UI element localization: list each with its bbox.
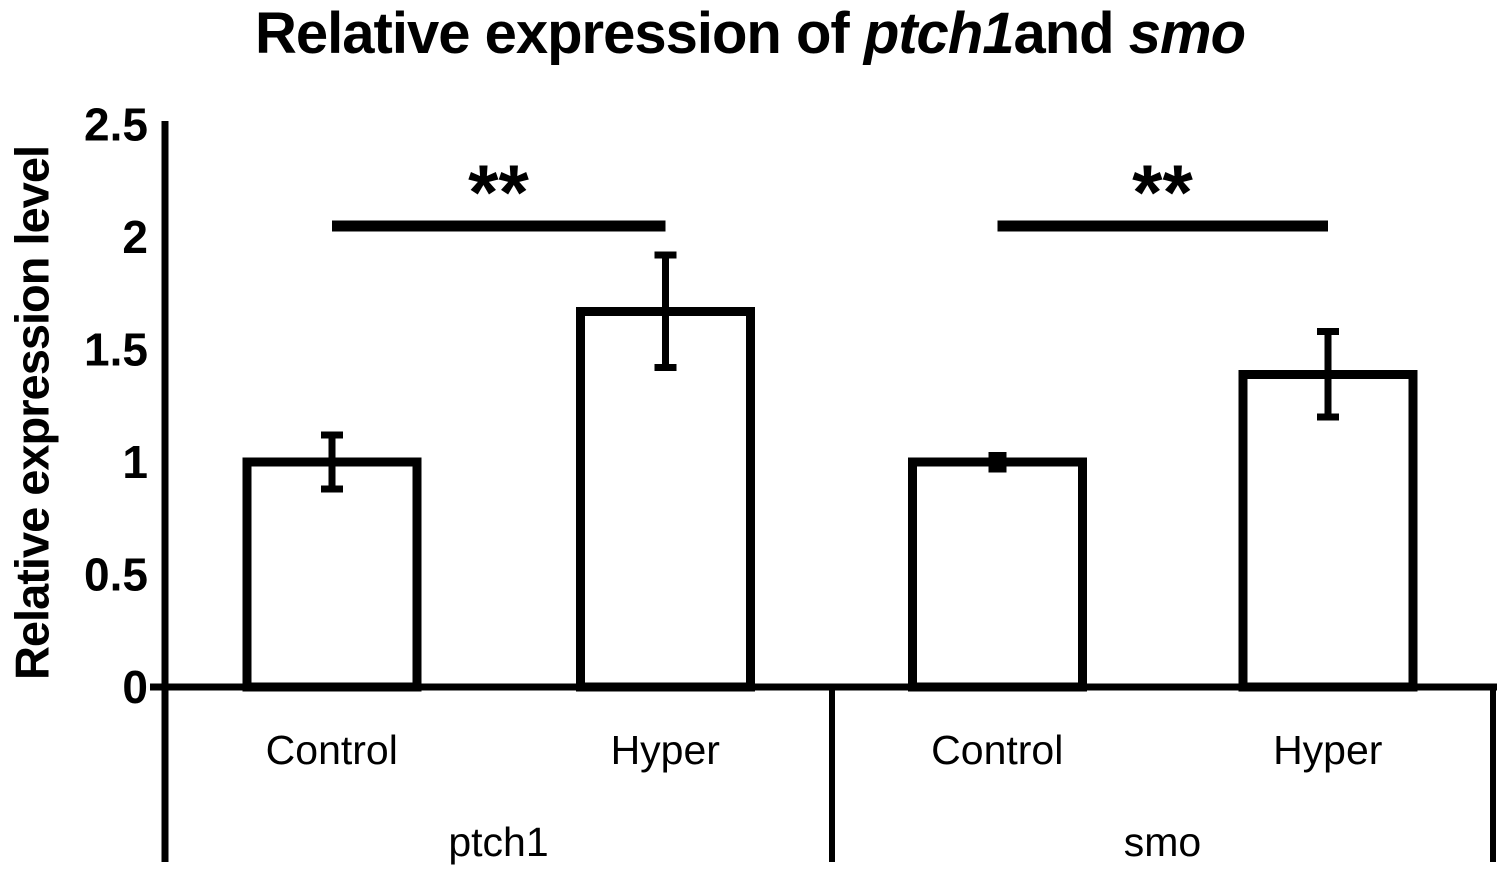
y-tick-label-0: 0 <box>122 661 148 713</box>
category-label-control: Control <box>931 727 1063 773</box>
group-label-ptch1: ptch1 <box>448 819 548 865</box>
bar-smo-hyper <box>1238 369 1418 692</box>
chart-title: Relative expression of ptch1and smo <box>0 0 1500 67</box>
category-label-control: Control <box>266 727 398 773</box>
significance-stars: ** <box>468 148 529 236</box>
significance-stars: ** <box>1132 148 1193 236</box>
chart-title-gene-ptch1: ptch1 <box>863 1 1015 66</box>
chart-title-prefix: Relative expression of <box>255 1 864 66</box>
chart-title-gene-smo: smo <box>1128 1 1246 66</box>
bar-smo-control <box>907 457 1087 692</box>
bar-ptch1-control <box>242 457 422 692</box>
category-label-hyper: Hyper <box>1273 727 1382 773</box>
group-label-smo: smo <box>1124 819 1201 865</box>
chart-title-sep: and <box>1013 1 1129 66</box>
y-tick-label-1.5: 1.5 <box>84 324 148 376</box>
category-label-hyper: Hyper <box>611 727 720 773</box>
y-tick-label-0.5: 0.5 <box>84 549 148 601</box>
y-tick-label-2: 2 <box>122 211 148 263</box>
y-tick-label-2.5: 2.5 <box>84 99 148 151</box>
y-tick-label-1: 1 <box>122 436 148 488</box>
